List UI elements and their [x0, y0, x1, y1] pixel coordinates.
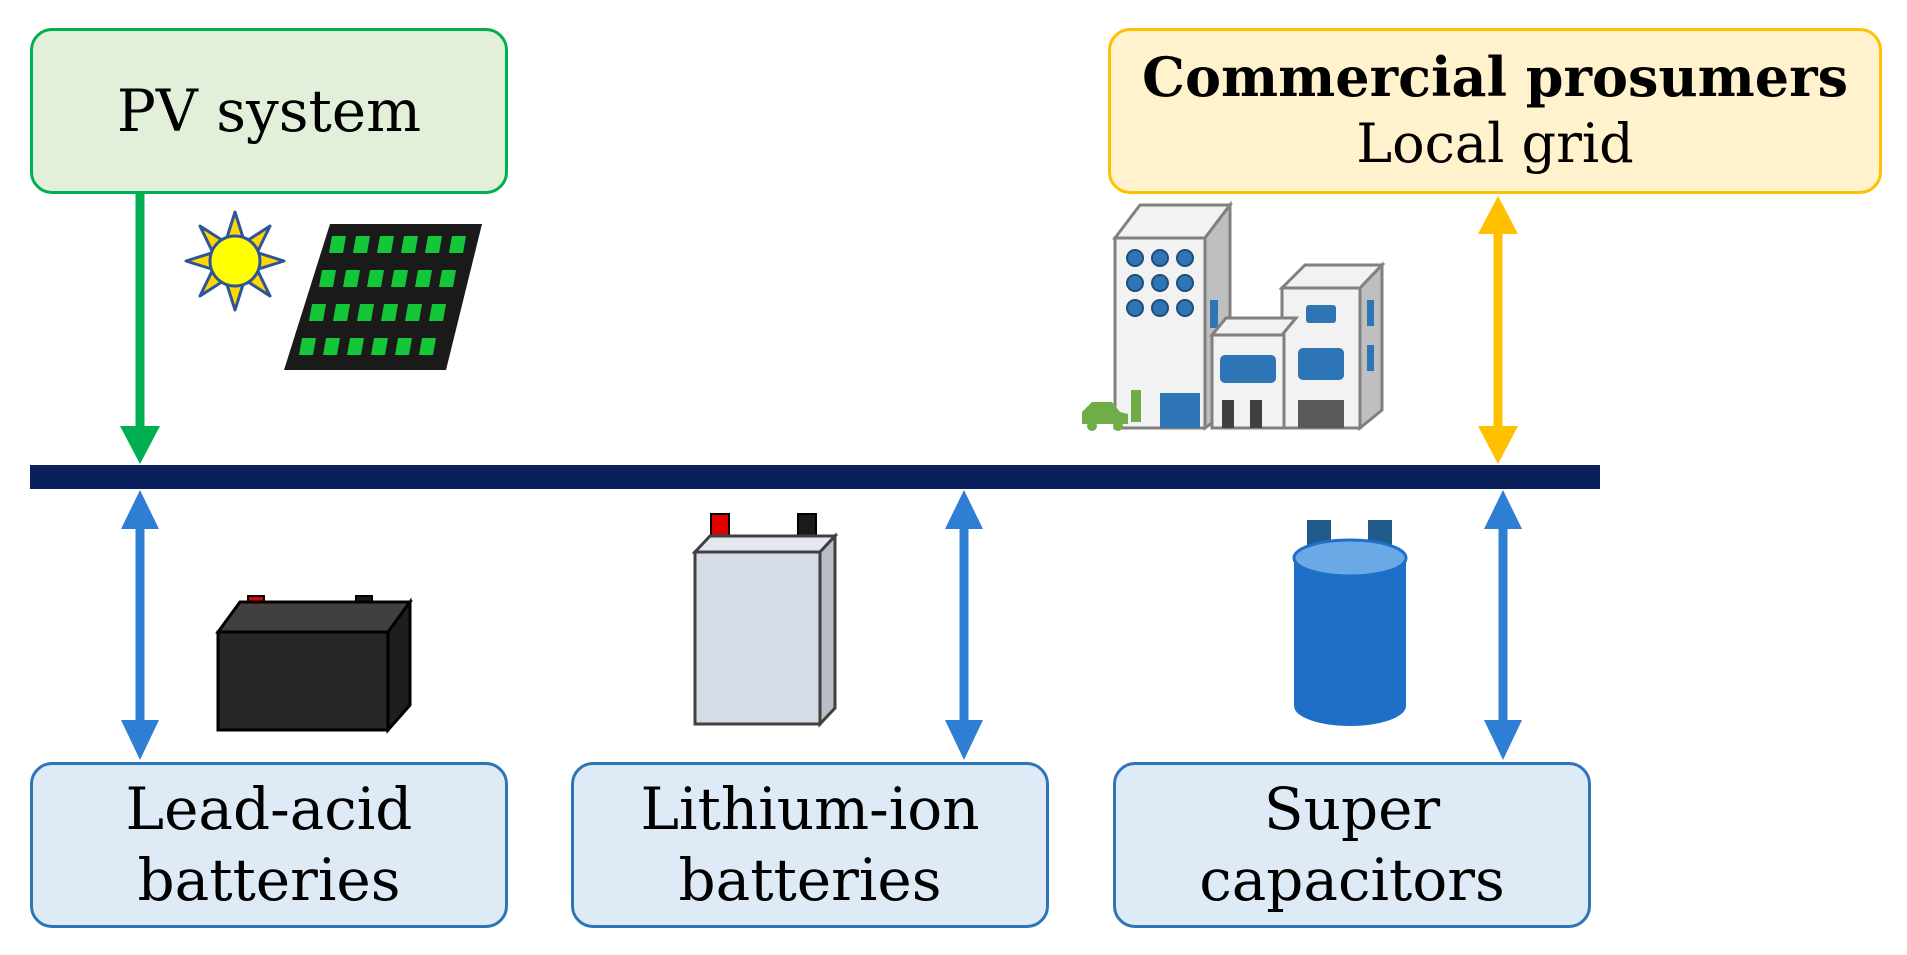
commercial-prosumers-title: Commercial prosumers [1141, 45, 1848, 110]
supercap-bus-arrow [1484, 490, 1522, 760]
lead-acid-battery-icon [215, 595, 413, 734]
lithium-ion-bus-arrow [945, 490, 983, 760]
car-icon [1082, 390, 1141, 431]
supercapacitor-icon [1292, 520, 1408, 726]
solar-panel-icon [284, 224, 482, 370]
pv-to-bus-arrow [120, 194, 160, 464]
supercap-line1: Super [1263, 775, 1441, 844]
lithium-ion-line1: Lithium-ion [640, 775, 980, 844]
lead-acid-line2: batteries [137, 846, 401, 914]
lead-acid-line1: Lead-acid [125, 775, 413, 844]
supercap-line2: capacitors [1199, 846, 1505, 914]
commercial-prosumers-box: Commercial prosumers Local grid [1108, 28, 1882, 194]
lithium-ion-battery-icon [691, 513, 839, 728]
lead-acid-bus-arrow [121, 490, 159, 760]
buildings-icon [1111, 200, 1386, 432]
lithium-ion-box: Lithium-ion batteries [571, 762, 1049, 928]
local-grid-label: Local grid [1356, 112, 1634, 175]
pv-system-box: PV system [30, 28, 508, 194]
dc-bus [30, 465, 1600, 489]
lead-acid-box: Lead-acid batteries [30, 762, 508, 928]
lithium-ion-line2: batteries [678, 846, 942, 914]
pv-system-label: PV system [116, 76, 422, 145]
sun-icon [184, 210, 286, 312]
grid-bus-arrow [1478, 196, 1518, 464]
supercapacitors-box: Super capacitors [1113, 762, 1591, 928]
